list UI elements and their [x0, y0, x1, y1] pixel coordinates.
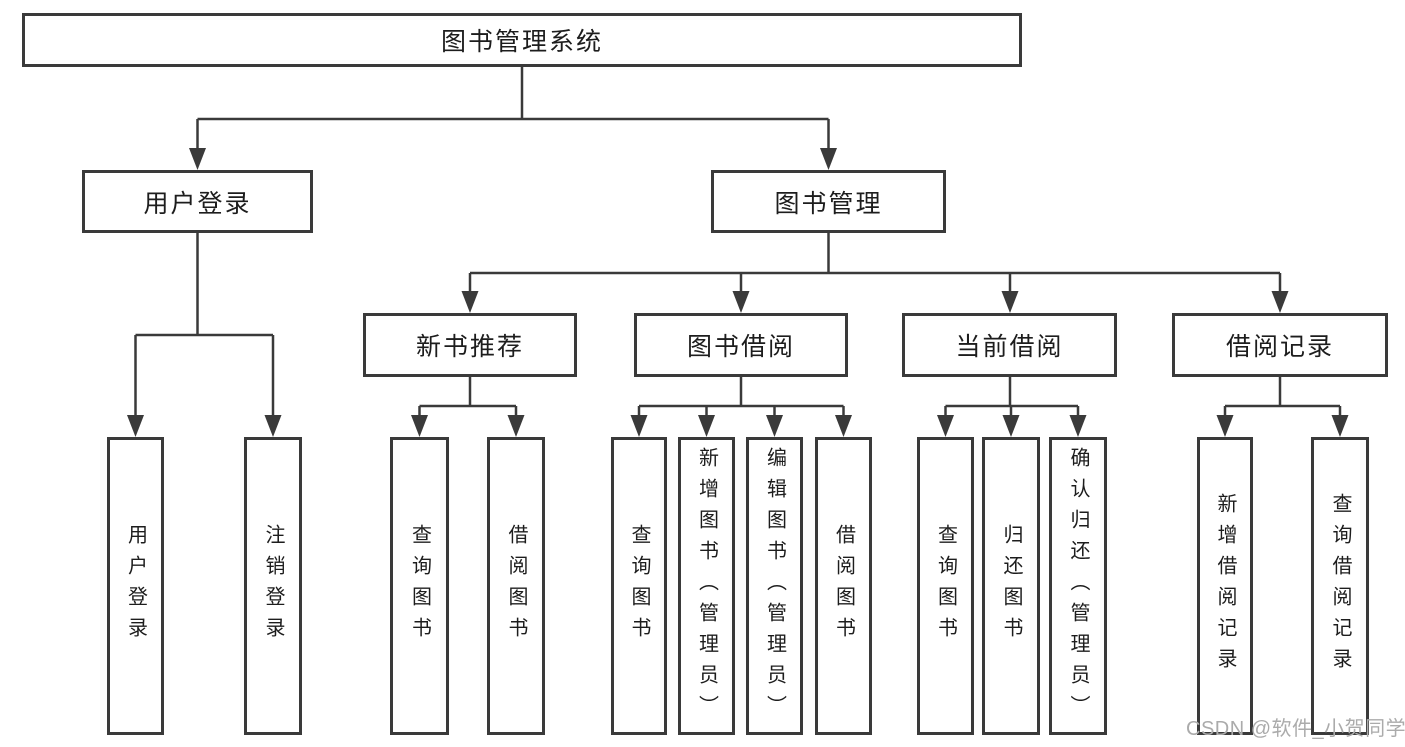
node-new-book-recommend-label: 新书推荐 — [415, 333, 524, 361]
leaf-borrow-books: 借阅图书 — [815, 437, 872, 735]
node-current-borrow-label: 当前借阅 — [955, 333, 1064, 361]
leaf-logout-label: 注销登录 — [262, 524, 284, 648]
node-root: 图书管理系统 — [22, 13, 1022, 67]
leaf-borrow-books-label: 借阅图书 — [832, 524, 855, 648]
leaf-edit-book-admin-label: 编辑图书（管理员） — [763, 446, 786, 726]
leaf-return-book: 归还图书 — [982, 437, 1040, 735]
node-book-borrow: 图书借阅 — [634, 313, 848, 377]
leaf-borrow-books-recommend: 借阅图书 — [487, 437, 545, 735]
leaf-add-book-admin-label: 新增图书（管理员） — [695, 446, 718, 726]
node-current-borrow: 当前借阅 — [902, 313, 1117, 377]
node-user-login: 用户登录 — [82, 170, 313, 233]
leaf-query-books-recommend: 查询图书 — [390, 437, 449, 735]
node-book-management-label: 图书管理 — [774, 189, 883, 218]
leaf-query-books-current: 查询图书 — [917, 437, 974, 735]
node-book-management: 图书管理 — [711, 170, 946, 233]
leaf-return-book-label: 归还图书 — [1000, 524, 1022, 648]
leaf-query-books-borrow: 查询图书 — [611, 437, 667, 735]
leaf-query-borrow-record: 查询借阅记录 — [1311, 437, 1369, 735]
leaf-add-book-admin: 新增图书（管理员） — [678, 437, 735, 735]
leaf-confirm-return-admin: 确认归还（管理员） — [1049, 437, 1107, 735]
leaf-add-borrow-record: 新增借阅记录 — [1197, 437, 1253, 735]
watermark: CSDN @软件_小贺同学 — [1186, 718, 1405, 740]
leaf-add-borrow-record-label: 新增借阅记录 — [1214, 493, 1236, 679]
node-root-label: 图书管理系统 — [440, 28, 603, 56]
leaf-query-books-recommend-label: 查询图书 — [408, 524, 431, 648]
leaf-confirm-return-admin-label: 确认归还（管理员） — [1067, 446, 1089, 726]
leaf-user-login-label: 用户登录 — [124, 524, 147, 648]
node-book-borrow-label: 图书借阅 — [686, 333, 795, 361]
leaf-query-books-borrow-label: 查询图书 — [628, 524, 650, 648]
node-borrow-records-label: 借阅记录 — [1225, 333, 1334, 361]
node-borrow-records: 借阅记录 — [1172, 313, 1388, 377]
leaf-logout: 注销登录 — [244, 437, 302, 735]
node-user-login-label: 用户登录 — [143, 189, 252, 218]
leaf-borrow-books-recommend-label: 借阅图书 — [505, 524, 527, 648]
leaf-edit-book-admin: 编辑图书（管理员） — [746, 437, 803, 735]
node-new-book-recommend: 新书推荐 — [363, 313, 577, 377]
leaf-user-login: 用户登录 — [107, 437, 164, 735]
leaf-query-borrow-record-label: 查询借阅记录 — [1329, 493, 1351, 679]
leaf-query-books-current-label: 查询图书 — [934, 524, 957, 648]
